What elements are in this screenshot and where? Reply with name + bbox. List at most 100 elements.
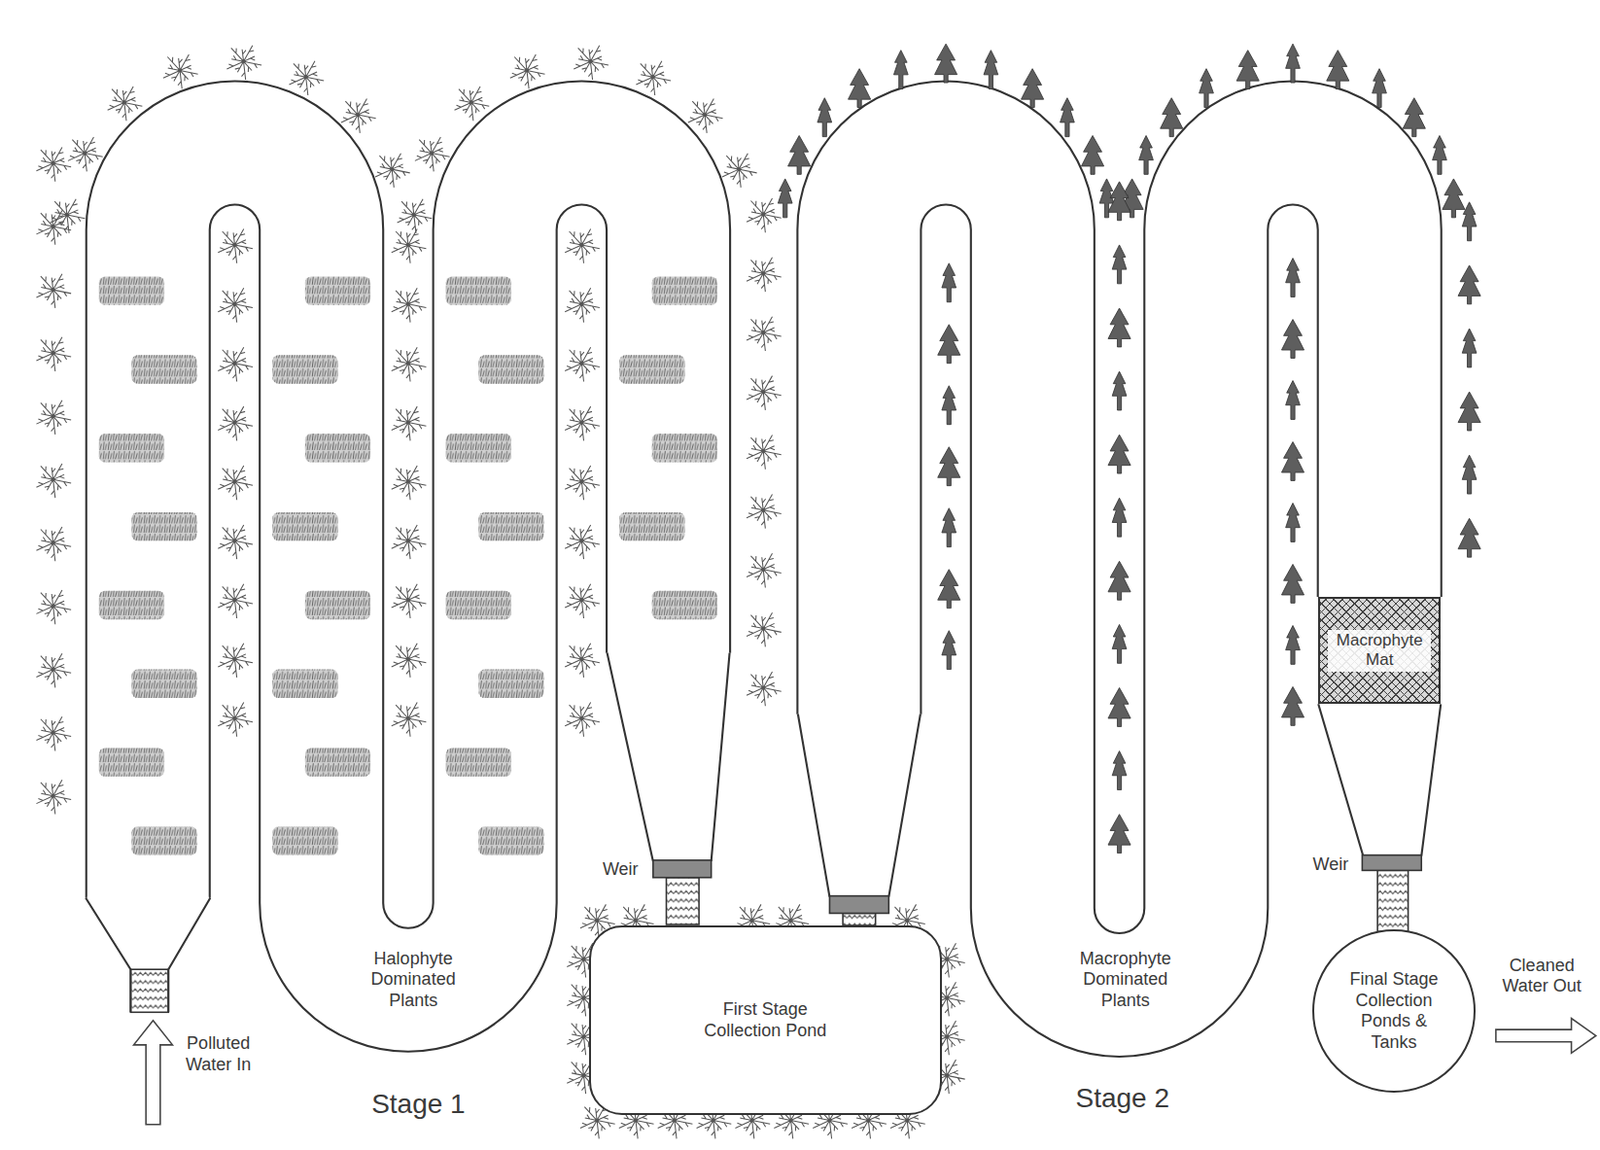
grass-clump bbox=[272, 354, 338, 383]
zone-label: Halophyte Dominated Plants bbox=[351, 947, 475, 1011]
halophyte-shrub bbox=[217, 347, 253, 382]
outflow-arrow bbox=[1495, 1018, 1597, 1054]
macrophyte-tree bbox=[1112, 751, 1127, 791]
grass-clump bbox=[446, 276, 512, 305]
halophyte-shrub bbox=[454, 86, 490, 121]
grass-clump bbox=[131, 354, 197, 383]
halophyte-shrub bbox=[217, 228, 253, 263]
halophyte-shrub bbox=[391, 702, 427, 737]
grass-clump bbox=[305, 276, 371, 305]
stage2-water bbox=[859, 142, 1380, 995]
grass-clump bbox=[652, 433, 718, 462]
halophyte-shrub bbox=[746, 553, 782, 588]
macrophyte-tree bbox=[1108, 308, 1131, 348]
stage1-water bbox=[147, 142, 668, 990]
halophyte-shrub bbox=[35, 653, 71, 688]
halophyte-shrub bbox=[391, 524, 427, 559]
grass-clump bbox=[99, 591, 165, 620]
grass-clump bbox=[131, 512, 197, 541]
halophyte-shrub bbox=[564, 702, 600, 737]
macrophyte-tree bbox=[1442, 178, 1465, 218]
macrophyte-tree bbox=[1281, 319, 1304, 359]
macrophyte-tree bbox=[848, 69, 871, 108]
grass-clump bbox=[446, 747, 512, 776]
grass-clump bbox=[131, 669, 197, 698]
halophyte-shrub bbox=[391, 347, 427, 382]
grass-clump bbox=[652, 591, 718, 620]
macrophyte-tree bbox=[1286, 43, 1301, 83]
halophyte-shrub bbox=[564, 406, 600, 441]
macrophyte-tree bbox=[788, 135, 811, 174]
grass-clump bbox=[478, 669, 544, 698]
macrophyte-tree bbox=[817, 98, 833, 138]
macrophyte-tree bbox=[1461, 202, 1477, 242]
macrophyte-tree bbox=[941, 263, 957, 303]
grass-clump bbox=[272, 826, 338, 855]
halophyte-shrub bbox=[341, 99, 377, 134]
grass-clump bbox=[272, 512, 338, 541]
grass-clump bbox=[619, 354, 685, 383]
halophyte-shrub bbox=[35, 400, 71, 435]
halophyte-shrub bbox=[564, 228, 600, 263]
grass-clump bbox=[446, 276, 512, 305]
macrophyte-tree bbox=[941, 630, 957, 670]
halophyte-shrub bbox=[391, 287, 427, 322]
stage2-wall bbox=[859, 142, 1380, 995]
grass-clump bbox=[272, 669, 338, 698]
halophyte-shrub bbox=[722, 153, 758, 188]
inlet-funnel bbox=[86, 897, 209, 972]
grass-clump bbox=[478, 354, 544, 383]
stage-label: Stage 2 bbox=[1075, 1081, 1170, 1115]
halophyte-shrub bbox=[391, 465, 427, 500]
outflow-label: Cleaned Water Out bbox=[1500, 955, 1583, 998]
grass-clump bbox=[446, 433, 512, 462]
halophyte-shrub bbox=[573, 45, 609, 80]
node-text: First Stage Collection Pond bbox=[692, 999, 838, 1042]
funnels bbox=[86, 652, 1441, 972]
macrophyte-tree bbox=[1286, 625, 1301, 664]
halophyte-shrub bbox=[564, 643, 600, 678]
halophyte-shrub bbox=[564, 287, 600, 322]
inflow-arrow bbox=[134, 1020, 174, 1125]
halophyte-shrub bbox=[35, 337, 71, 372]
halophyte-shrub bbox=[391, 406, 427, 441]
grass-clump bbox=[652, 276, 718, 305]
halophyte-shrub bbox=[35, 716, 71, 751]
macrophyte-tree bbox=[1112, 244, 1127, 284]
node-text: Macrophyte Mat bbox=[1327, 629, 1431, 672]
halophyte-shrub bbox=[746, 435, 782, 470]
macrophyte-tree bbox=[1108, 181, 1131, 221]
grass-clump bbox=[131, 826, 197, 855]
macrophyte-tree bbox=[1458, 265, 1481, 305]
halophyte-shrub bbox=[217, 406, 253, 441]
halophyte-shrub bbox=[746, 376, 782, 411]
grass-clump bbox=[446, 591, 512, 620]
macrophyte-tree bbox=[1461, 328, 1477, 368]
halophyte-shrub bbox=[217, 643, 253, 678]
grass-clump bbox=[99, 747, 165, 776]
grass-clump bbox=[305, 433, 371, 462]
macrophyte-tree bbox=[777, 178, 793, 218]
grass-clump bbox=[131, 669, 197, 698]
grass-clump bbox=[619, 354, 685, 383]
halophyte-shrub bbox=[746, 316, 782, 351]
macrophyte-tree bbox=[1458, 391, 1481, 431]
halophyte-shrub bbox=[68, 137, 104, 172]
grass-clump bbox=[478, 354, 544, 383]
macrophyte-tree bbox=[938, 324, 961, 364]
macrophyte-tree bbox=[1108, 560, 1131, 600]
collection-pond: First Stage Collection Pond bbox=[589, 925, 942, 1115]
grass-clump bbox=[305, 591, 371, 620]
macrophyte-tree bbox=[1458, 518, 1481, 557]
halophyte-shrub bbox=[397, 199, 433, 234]
grass-clump bbox=[652, 433, 718, 462]
grass-clump bbox=[652, 591, 718, 620]
macrophyte-tree bbox=[1081, 135, 1105, 174]
grass-clump bbox=[99, 433, 165, 462]
halophyte-shrub bbox=[391, 643, 427, 678]
macrophyte-tree bbox=[1108, 434, 1131, 474]
macrophyte-tree bbox=[1112, 497, 1127, 537]
macrophyte-tree bbox=[1236, 50, 1259, 90]
halophyte-shrub bbox=[564, 347, 600, 382]
grass-clump bbox=[305, 276, 371, 305]
